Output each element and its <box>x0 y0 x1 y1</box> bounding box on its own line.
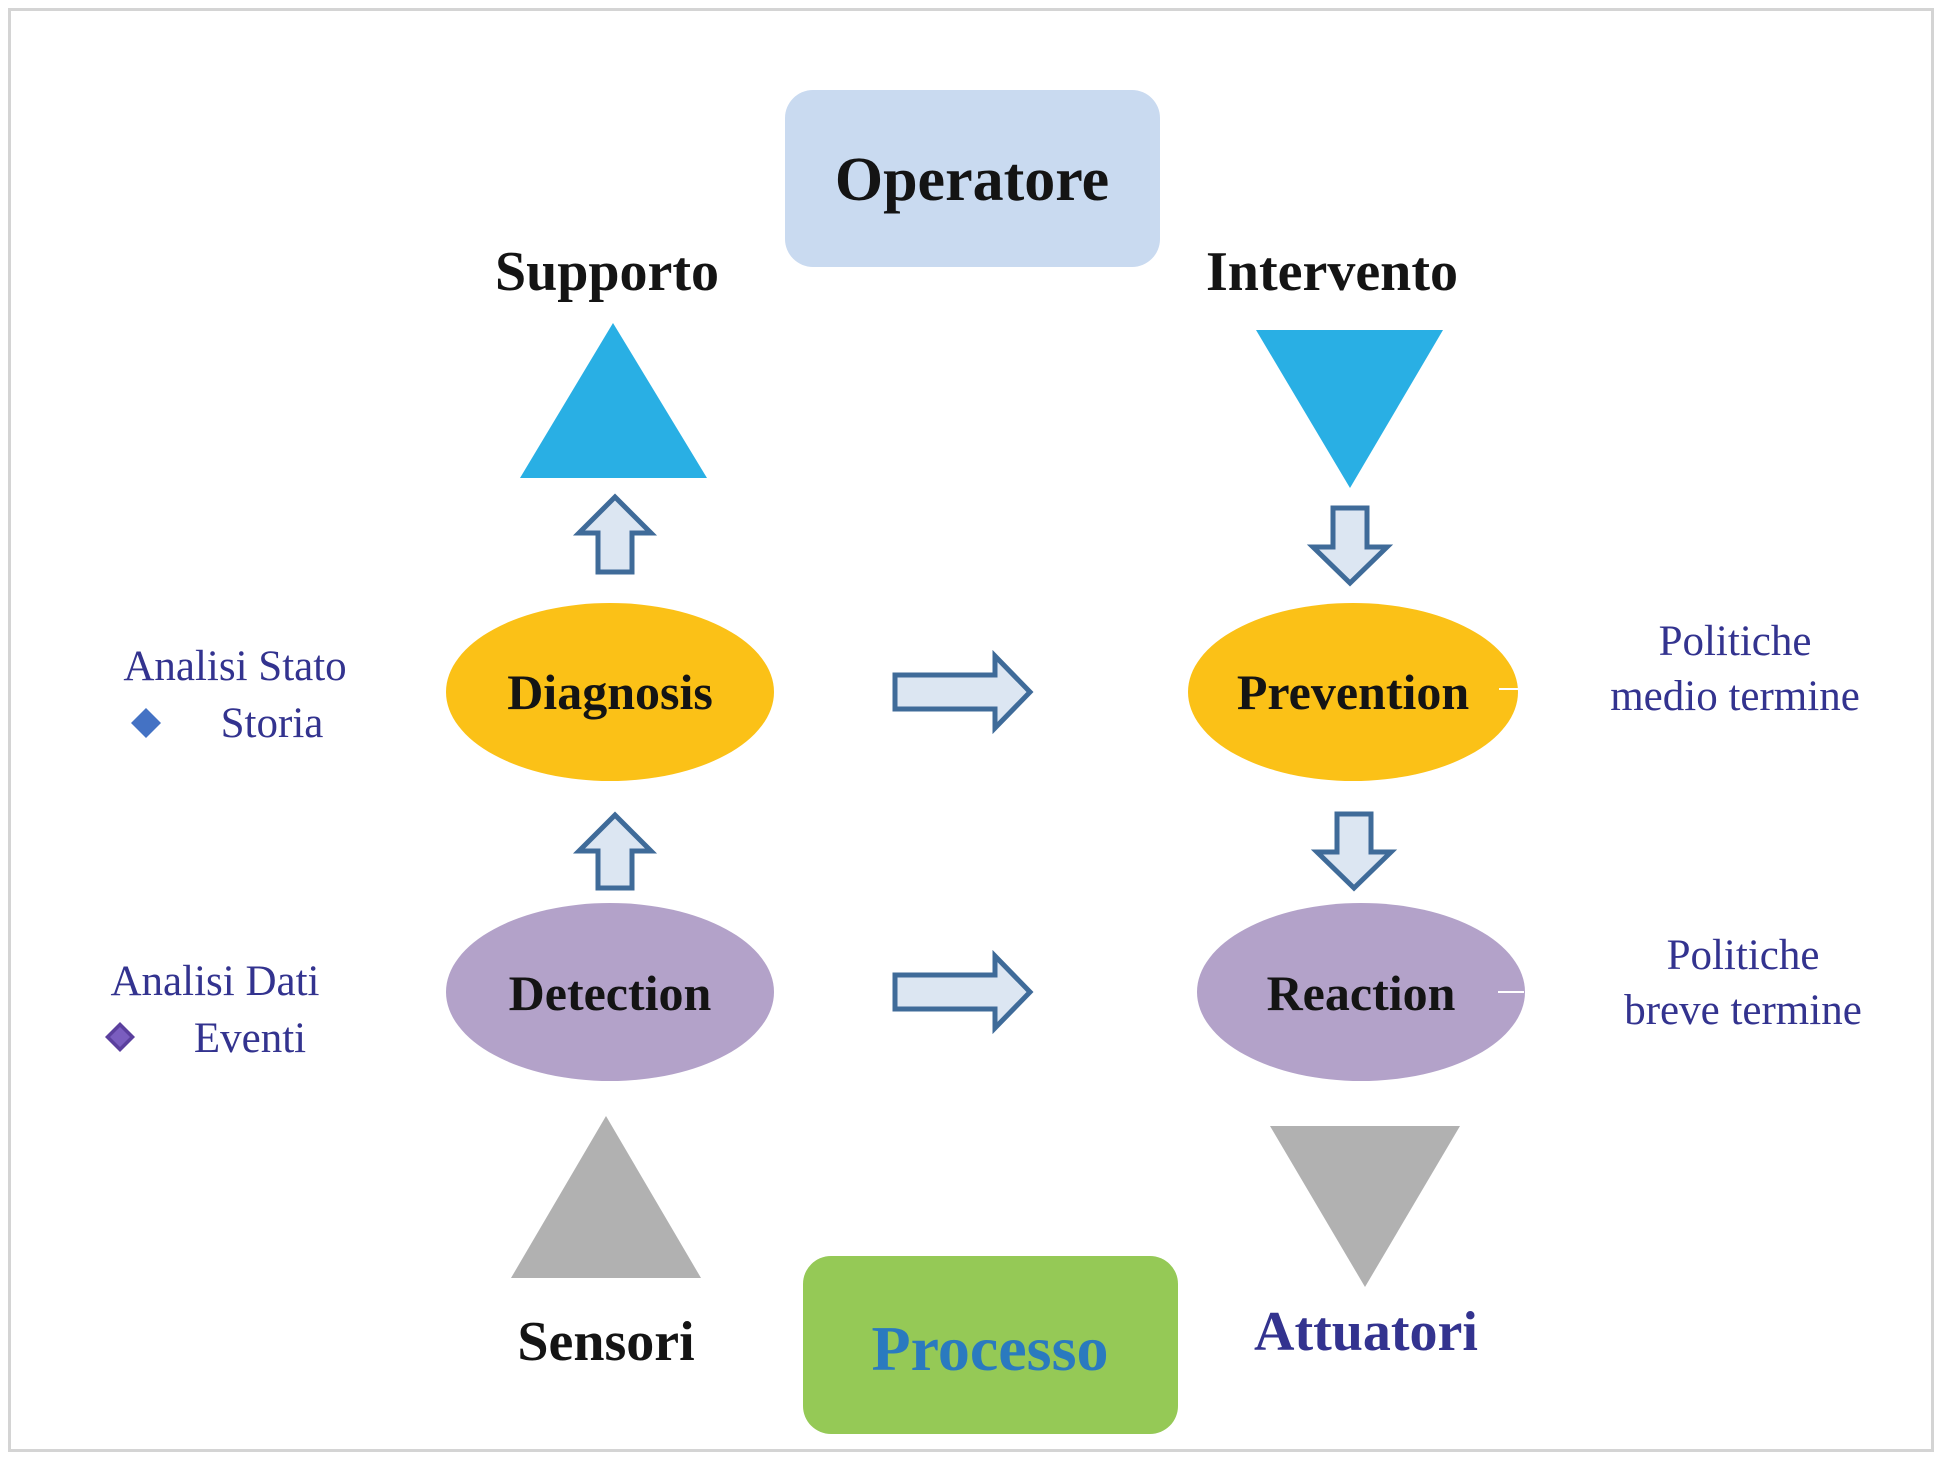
node-detection-label: Detection <box>509 965 712 1021</box>
note-breve-line1: Politiche <box>1667 932 1820 979</box>
process-box-shape <box>803 1256 1178 1434</box>
note-analisi-dati: Analisi Dati <box>111 958 320 1005</box>
operator-label: Operatore <box>835 146 1109 214</box>
node-detection: Detection <box>446 903 774 1081</box>
actuators-down-triangle <box>1270 1126 1460 1287</box>
sensors-label: Sensori <box>517 1311 694 1373</box>
process-box: Processo <box>803 1256 1178 1434</box>
note-eventi: Eventi <box>194 1015 306 1062</box>
support-label: Supporto <box>495 241 719 303</box>
note-storia: Storia <box>221 700 324 747</box>
operator-box-shape <box>785 90 1160 267</box>
down-arrow-prevention-to-reaction <box>1310 811 1398 892</box>
diamond-bullet-icon <box>131 708 161 738</box>
right-arrow-detection-to-reaction <box>892 949 1034 1035</box>
node-prevention-label: Prevention <box>1237 664 1470 720</box>
up-arrow-diagnosis-to-support <box>572 493 658 575</box>
node-prevention: Prevention <box>1188 603 1520 781</box>
up-arrow-detection-to-diagnosis <box>572 811 658 891</box>
diamond-bullet-highlight <box>110 1027 130 1047</box>
process-label: Processo <box>872 1313 1109 1384</box>
note-analisi-stato: Analisi Stato <box>123 643 346 690</box>
actuators-label: Attuatori <box>1254 1301 1478 1363</box>
down-arrow-intervention-to-prevention <box>1306 505 1394 587</box>
sensors-up-triangle <box>511 1116 701 1278</box>
node-diagnosis: Diagnosis <box>446 603 774 781</box>
node-reaction-label: Reaction <box>1267 965 1456 1021</box>
node-detection-shape <box>446 903 774 1081</box>
operator-box: Operatore <box>785 90 1160 267</box>
intervention-down-triangle <box>1256 330 1443 488</box>
note-medio-line1: Politiche <box>1659 618 1812 665</box>
note-breve-line2: breve termine <box>1624 987 1862 1034</box>
node-diagnosis-shape <box>446 603 774 781</box>
intervention-label: Intervento <box>1206 241 1458 303</box>
node-diagnosis-label: Diagnosis <box>507 664 713 720</box>
node-prevention-shape <box>1188 603 1518 781</box>
support-up-triangle <box>520 323 707 478</box>
node-reaction-shape <box>1197 903 1525 1081</box>
note-medio-line2: medio termine <box>1610 673 1860 720</box>
right-arrow-diagnosis-to-prevention <box>892 649 1034 735</box>
node-reaction: Reaction <box>1197 903 1525 1081</box>
